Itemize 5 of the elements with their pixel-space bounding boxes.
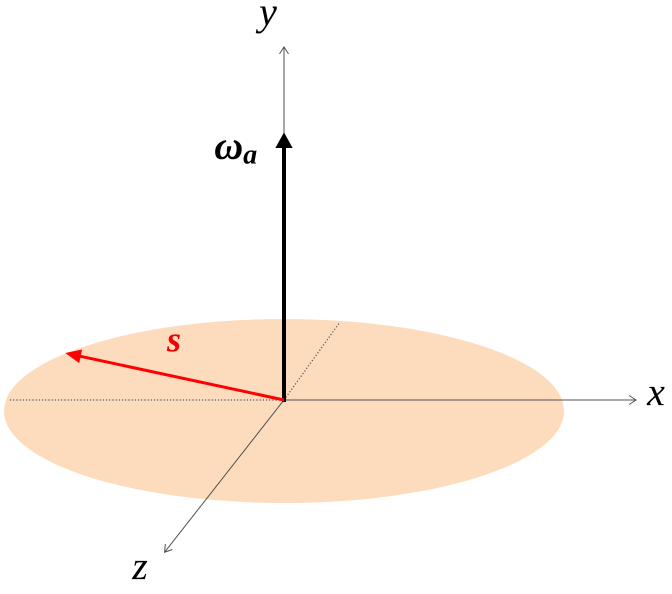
vector-label: s bbox=[166, 334, 180, 352]
axis-label: x bbox=[646, 386, 665, 406]
axis-label: z bbox=[132, 560, 148, 580]
vector-label: ω$_{a}$ bbox=[215, 140, 257, 164]
axis-label: y bbox=[256, 6, 277, 34]
